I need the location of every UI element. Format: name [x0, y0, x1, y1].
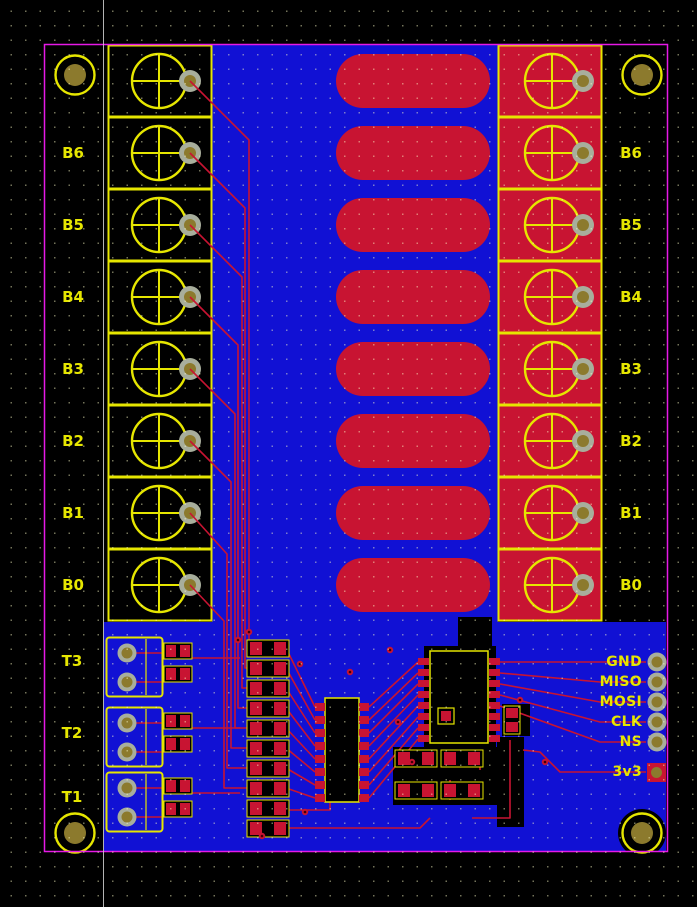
mounting-hole-top-left[interactable]	[54, 54, 96, 96]
contact-pads[interactable]	[336, 54, 490, 612]
channel-label-left-b5: B5	[62, 216, 84, 234]
header-pad-miso[interactable]	[647, 672, 667, 692]
header-pad-3v3-hole	[651, 767, 662, 778]
channel-label-left-b2: B2	[62, 432, 84, 450]
header-pad-mosi[interactable]	[647, 692, 667, 712]
contact-pad-2[interactable]	[336, 126, 490, 180]
header-pad-gnd[interactable]	[647, 652, 667, 672]
terminal-block-left-4[interactable]	[109, 262, 212, 333]
contact-pad-5[interactable]	[336, 342, 490, 396]
header-pad-clk[interactable]	[647, 712, 667, 732]
connector-label-t3: T3	[61, 652, 83, 670]
contact-pad-8[interactable]	[336, 558, 490, 612]
terminal-block-left-5[interactable]	[109, 334, 212, 405]
contact-pad-6[interactable]	[336, 414, 490, 468]
terminal-block-left-3[interactable]	[109, 190, 212, 261]
terminal-block-left-7[interactable]	[109, 478, 212, 549]
header-pad-ns[interactable]	[647, 732, 667, 752]
contact-pad-4[interactable]	[336, 270, 490, 324]
header-label-mosi: MOSI	[599, 694, 642, 710]
channel-label-left-b6: B6	[62, 144, 84, 162]
grid-axis-line	[103, 0, 104, 907]
channel-label-left-b0: B0	[62, 576, 84, 594]
connector-t3[interactable]	[105, 636, 193, 698]
connector-t2[interactable]	[105, 706, 193, 768]
mounting-hole-top-right[interactable]	[621, 54, 663, 96]
connector-label-t1: T1	[61, 788, 83, 806]
channel-label-right-b1: B1	[620, 504, 642, 522]
terminal-block-left-8[interactable]	[109, 550, 212, 621]
mounting-hole-bottom-left[interactable]	[54, 812, 96, 854]
contact-pad-1[interactable]	[336, 54, 490, 108]
terminal-block-left-2[interactable]	[109, 118, 212, 189]
copper-pour-bottom	[104, 622, 666, 851]
channel-label-right-b4: B4	[620, 288, 642, 306]
contact-pad-7[interactable]	[336, 486, 490, 540]
channel-label-left-b3: B3	[62, 360, 84, 378]
header-label-ns: NS	[619, 734, 642, 750]
board-outline	[43, 43, 669, 853]
terminal-block-left-1[interactable]	[109, 46, 212, 117]
header-label-clk: CLK	[611, 714, 642, 730]
contact-pad-3[interactable]	[336, 198, 490, 252]
channel-label-right-b0: B0	[620, 576, 642, 594]
channel-label-left-b4: B4	[62, 288, 84, 306]
ic-soic[interactable]	[315, 697, 369, 803]
header-pads[interactable]	[647, 652, 667, 783]
terminal-block-left-6[interactable]	[109, 406, 212, 477]
header-label-miso: MISO	[599, 674, 642, 690]
channel-label-right-b3: B3	[620, 360, 642, 378]
connector-t1[interactable]	[105, 771, 193, 833]
connector-label-t2: T2	[61, 724, 83, 742]
header-label-3v3: 3v3	[612, 764, 642, 780]
ic-main[interactable]	[418, 650, 500, 744]
channel-label-right-b2: B2	[620, 432, 642, 450]
channel-label-right-b6: B6	[620, 144, 642, 162]
channel-label-left-b1: B1	[62, 504, 84, 522]
header-label-gnd: GND	[606, 654, 642, 670]
channel-label-right-b5: B5	[620, 216, 642, 234]
